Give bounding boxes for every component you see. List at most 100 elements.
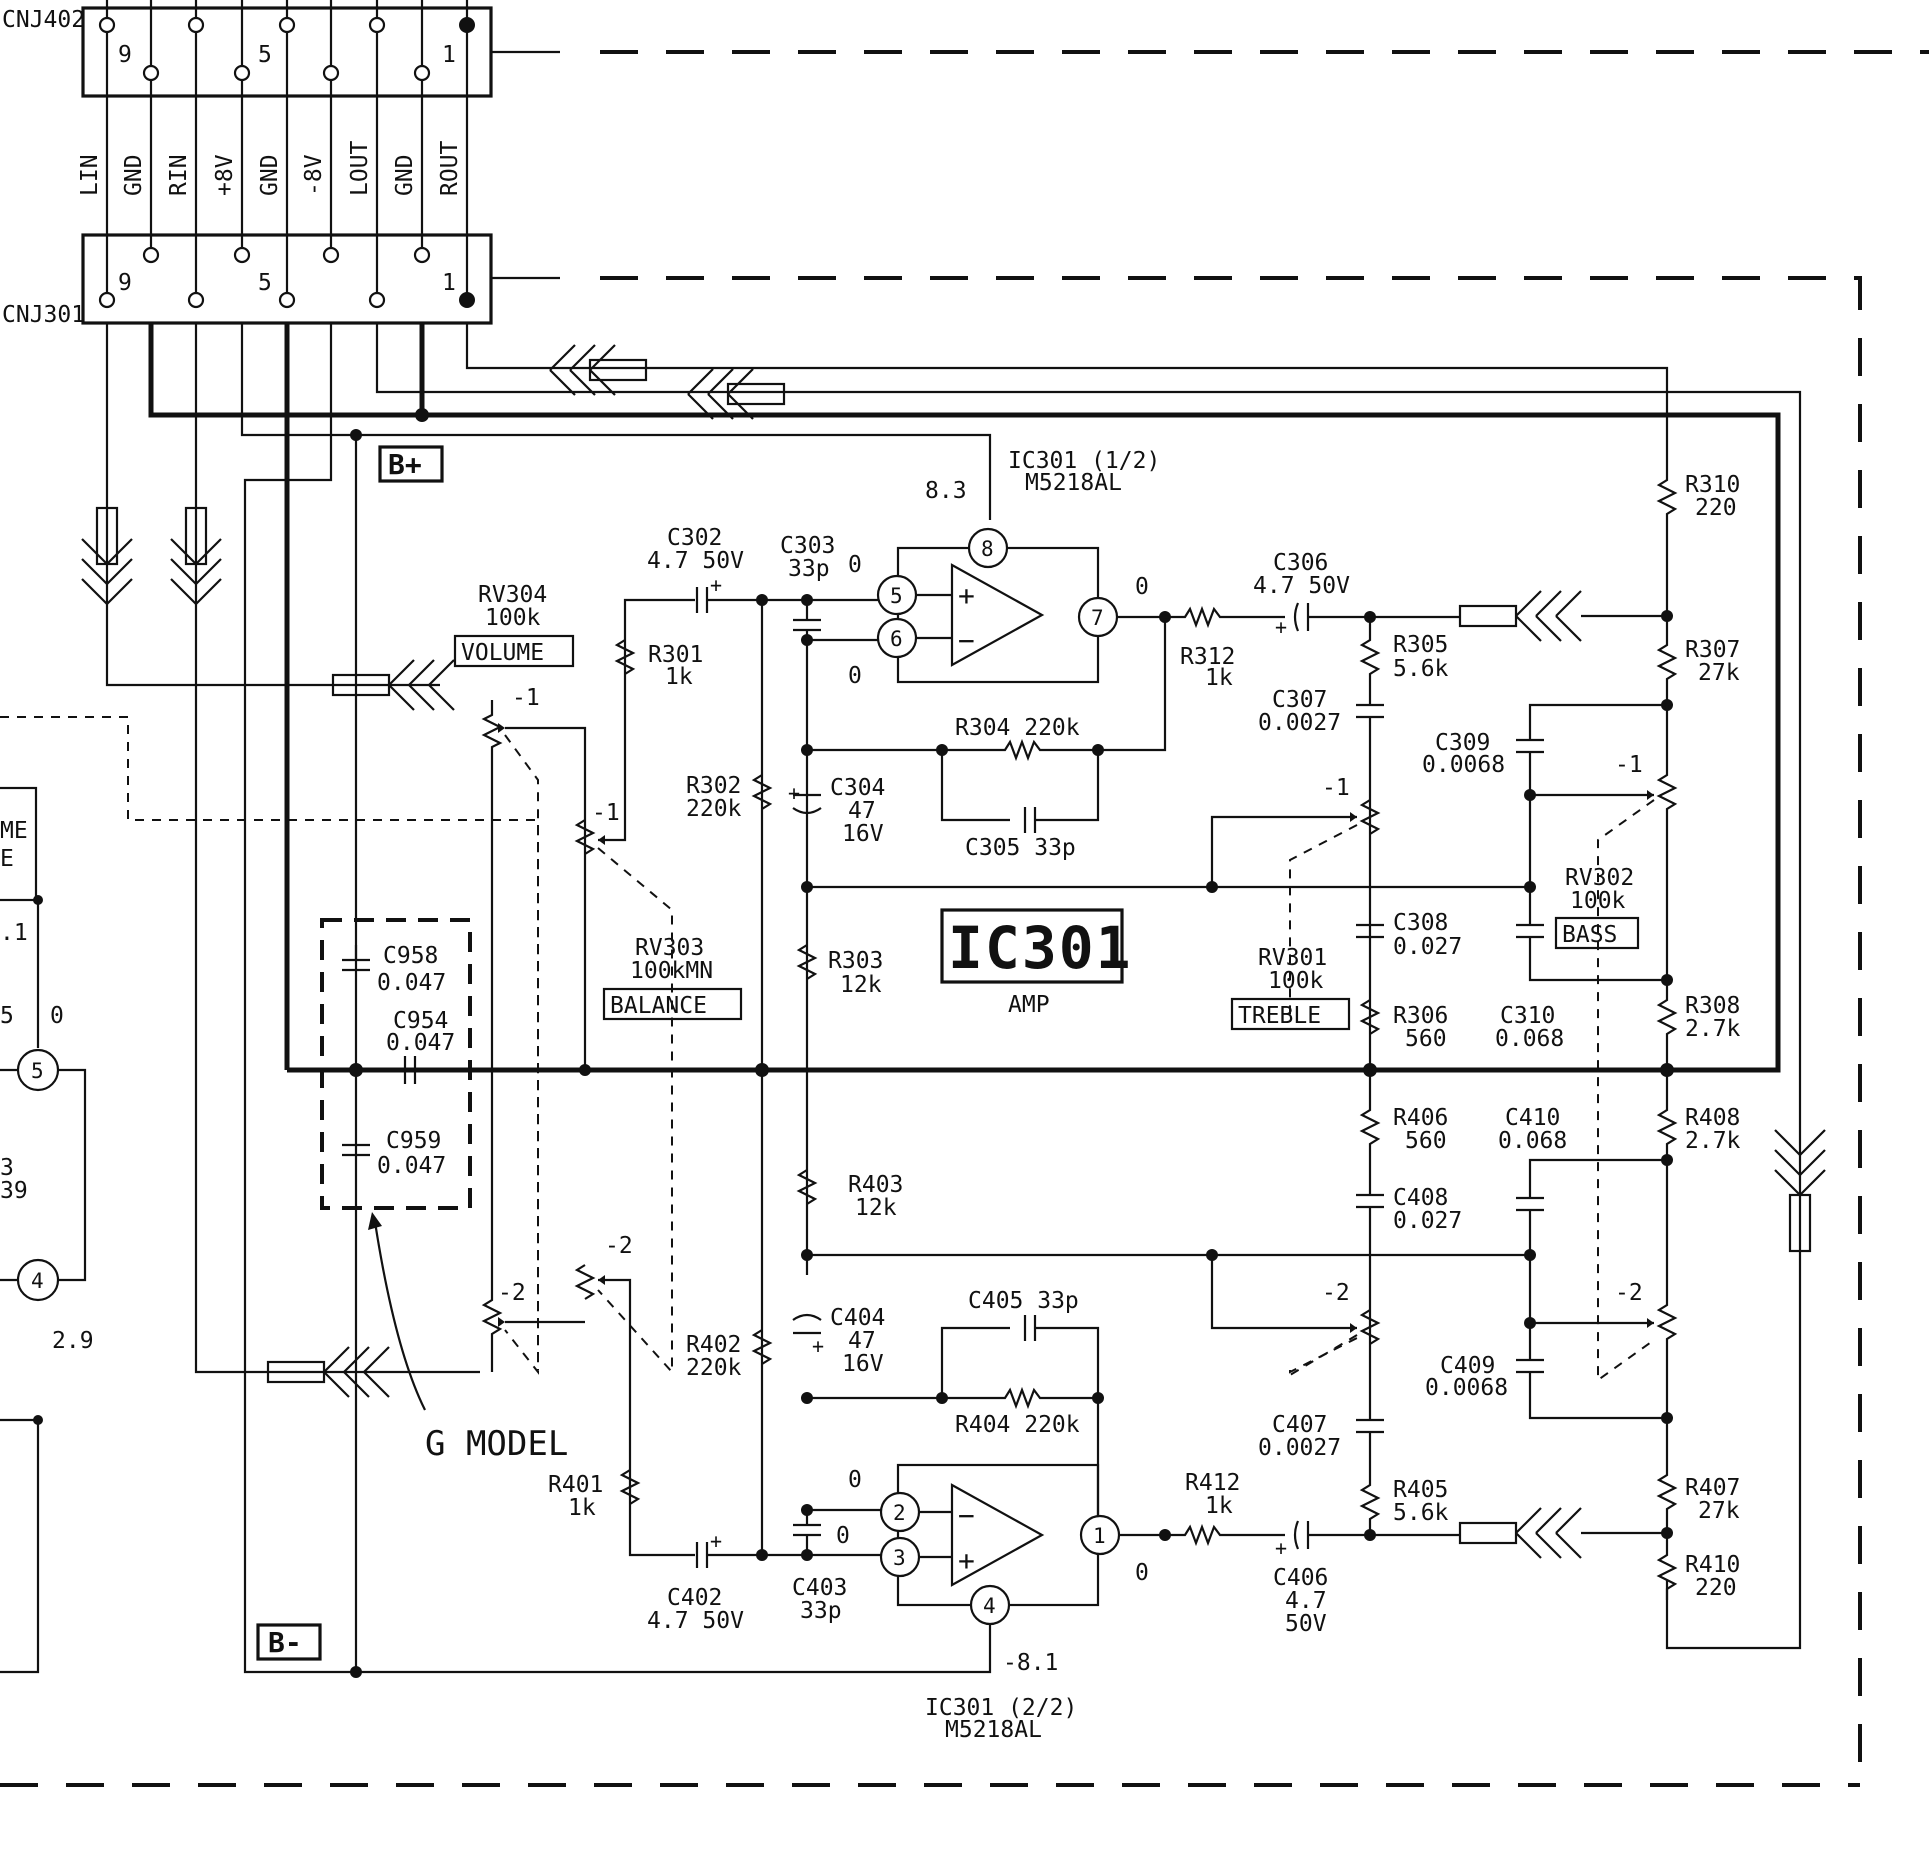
c402-ref: C402 [667,1585,722,1611]
r306-ref: R306 [1393,1003,1448,1029]
r410-value: 220 [1695,1575,1737,1601]
ic-pin1: 1 [1093,1524,1106,1548]
ic301-half1-part: M5218AL [1025,470,1122,496]
rv301-value: 100k [1268,968,1324,994]
c404-ref: C404 [830,1305,885,1331]
rv304-name: VOLUME [461,640,544,666]
c407-value: 0.0027 [1258,1435,1341,1461]
c402-plus: + [710,1529,722,1553]
voltage-8-3: 8.3 [925,478,967,504]
left-label-e: E [0,846,14,872]
rv304-voltage-b: -2 [498,1280,526,1306]
cnj402-label: CNJ402 [2,7,85,33]
voltage-minus-8-1: -8.1 [1003,1650,1058,1676]
c406-v2: 50V [1285,1611,1327,1637]
voltage-p3: 0 [836,1523,850,1549]
ic301-half2-part: M5218AL [945,1717,1042,1743]
c959-ref: C959 [386,1128,441,1154]
cnj402-pin9: 9 [118,42,132,68]
bminus-label: B- [268,1626,302,1659]
r405-value: 5.6k [1393,1500,1449,1526]
rv302-voltage-a: -1 [1615,752,1643,778]
signal-gnd-1: GND [121,154,147,196]
r310-ref: R310 [1685,472,1740,498]
r406-value: 560 [1405,1128,1447,1154]
left-label-39: 39 [0,1178,28,1204]
rv302-name: BASS [1562,922,1617,948]
left-voltage-dot1: .1 [0,920,28,946]
r307-ref: R307 [1685,637,1740,663]
c406-ref: C406 [1273,1565,1328,1591]
ic-pin6: 6 [890,627,903,651]
c304-v1: 47 [848,798,876,824]
connector-cnj301: CNJ301 9 5 1 [2,233,1862,1785]
signal-rin: RIN [166,154,192,196]
lower-channel: R403 12k + C404 47 16V R402 220k R401 1k… [548,1070,1741,1743]
rv302-ref: RV302 [1565,865,1634,891]
signal-lin: LIN [77,154,103,196]
rv303-name: BALANCE [610,993,707,1019]
r407-ref: R407 [1685,1475,1740,1501]
c408-ref: C408 [1393,1185,1448,1211]
r306-value: 560 [1405,1026,1447,1052]
arrow-rin [170,506,222,605]
supply-labels: B+ B- [256,445,444,1661]
arrow-out-l [1458,1507,1582,1559]
signal-gnd-3: GND [392,154,418,196]
ic301-subtitle: AMP [1008,992,1050,1018]
c404-v1: 47 [848,1328,876,1354]
signal-plus8v: +8V [212,154,238,196]
c406-v1: 4.7 [1285,1588,1327,1614]
r304-ref: R304 220k [955,715,1080,741]
r301-ref: R301 [648,642,703,668]
r402-value: 220k [686,1355,742,1381]
voltage-p5: 0 [848,552,862,578]
opamp2-minus: − [958,1499,975,1532]
left-partial-circuit: ME E .1 5 0 3 39 5 4 2.9 [0,716,539,1674]
r406-ref: R406 [1393,1105,1448,1131]
r403-ref: R403 [848,1172,903,1198]
signal-minus8v: -8V [301,154,327,196]
voltage-p1: 0 [1135,1560,1149,1586]
r404-ref: R404 220k [955,1412,1080,1438]
c958-value: 0.047 [377,970,446,996]
ic-pin7: 7 [1091,606,1104,630]
left-pin5: 5 [31,1059,44,1083]
c408-value: 0.027 [1393,1208,1462,1234]
rv301-voltage-b: -2 [1322,1280,1350,1306]
rv301-voltage-a: -1 [1322,775,1350,801]
bplus-label: B+ [388,448,422,481]
c306-value: 4.7 50V [1253,573,1350,599]
c302-value: 4.7 50V [647,548,744,574]
rv303-voltage-a: -1 [592,800,620,826]
r312-value: 1k [1205,665,1233,691]
r303-ref: R303 [828,948,883,974]
c307-value: 0.0027 [1258,710,1341,736]
c954-value: 0.047 [386,1030,455,1056]
ic-pin4: 4 [983,1594,996,1618]
r305-value: 5.6k [1393,656,1449,682]
signal-wires [105,323,1802,1678]
c407-ref: C407 [1272,1412,1327,1438]
ic301-half2-ref: IC301 (2/2) [925,1695,1077,1721]
c958-ref: C958 [383,943,438,969]
c305-ref: C305 33p [965,835,1076,861]
rv302-value: 100k [1570,888,1626,914]
c405-ref: C405 33p [968,1288,1079,1314]
c303-ref: C303 [780,533,835,559]
c309-value: 0.0068 [1422,752,1505,778]
rv304-value: 100k [485,605,541,631]
c309-ref: C309 [1435,730,1490,756]
left-voltage-5: 5 [0,1003,14,1029]
g-model-note: G MODEL [425,1424,568,1464]
r405-ref: R405 [1393,1477,1448,1503]
r302-value: 220k [686,796,742,822]
c310-ref: C310 [1500,1003,1555,1029]
r401-value: 1k [568,1495,596,1521]
c404-v2: 16V [842,1351,884,1377]
left-label-3: 3 [0,1155,14,1181]
c304-v2: 16V [842,821,884,847]
c403-ref: C403 [792,1575,847,1601]
r312-ref: R312 [1180,644,1235,670]
